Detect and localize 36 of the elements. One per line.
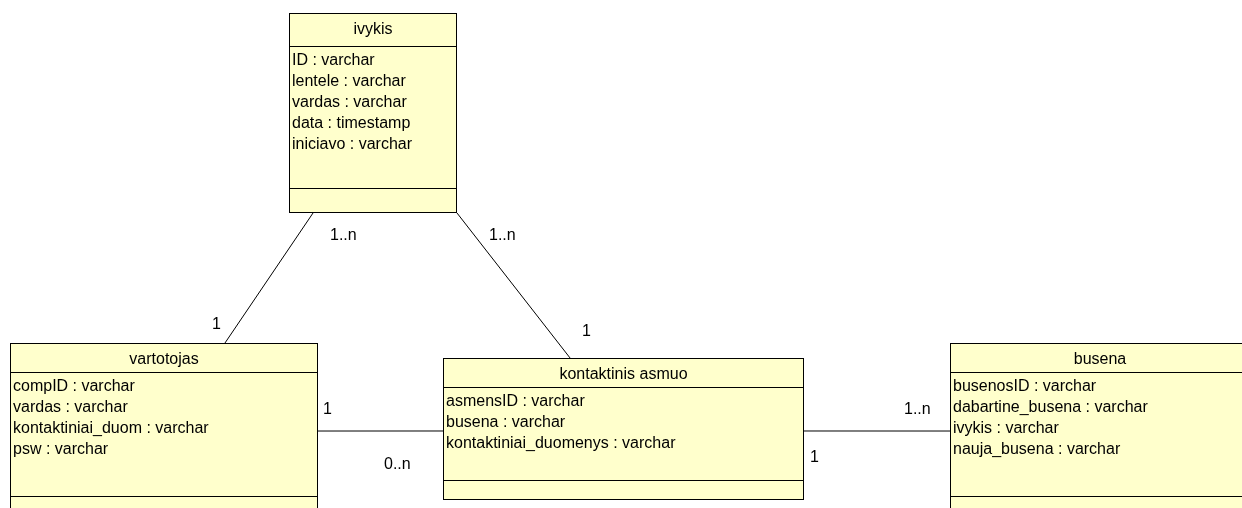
multiplicity-label: 1..n bbox=[330, 226, 357, 244]
attribute-text: busenosID : varchar bbox=[953, 376, 1097, 396]
attribute-text: ID : varchar bbox=[292, 50, 375, 70]
attribute-text: asmensID : varchar bbox=[446, 391, 585, 411]
attribute-text: busena : varchar bbox=[446, 412, 566, 432]
class-box bbox=[443, 358, 804, 500]
multiplicity-label: 1..n bbox=[904, 400, 931, 418]
class-name: busena bbox=[1073, 350, 1127, 368]
attribute-text: ivykis : varchar bbox=[953, 418, 1059, 438]
attribute-text: dabartine_busena : varchar bbox=[953, 397, 1148, 417]
multiplicity-label: 0..n bbox=[384, 455, 411, 473]
class-box bbox=[950, 343, 1242, 508]
attribute-text: psw : varchar bbox=[13, 439, 109, 459]
attribute-text: vardas : varchar bbox=[13, 397, 128, 417]
attribute-text: iniciavo : varchar bbox=[292, 134, 413, 154]
class-name: vartotojas bbox=[129, 350, 199, 368]
association-line bbox=[224, 212, 314, 344]
multiplicity-label: 1..n bbox=[489, 226, 516, 244]
class-box bbox=[10, 343, 318, 508]
attribute-text: compID : varchar bbox=[13, 376, 135, 396]
association-line bbox=[456, 212, 571, 359]
attribute-text: kontaktiniai_duomenys : varchar bbox=[446, 433, 676, 453]
attribute-text: vardas : varchar bbox=[292, 92, 407, 112]
class-name: kontaktinis asmuo bbox=[559, 365, 688, 383]
multiplicity-label: 1 bbox=[582, 322, 591, 340]
multiplicity-label: 1 bbox=[212, 315, 221, 333]
association-line bbox=[803, 430, 951, 432]
attribute-text: kontaktiniai_duom : varchar bbox=[13, 418, 209, 438]
class-name: ivykis bbox=[353, 20, 393, 38]
association-line bbox=[317, 430, 444, 432]
attribute-text: lentele : varchar bbox=[292, 71, 406, 91]
multiplicity-label: 1 bbox=[323, 400, 332, 418]
attribute-text: data : timestamp bbox=[292, 113, 411, 133]
attribute-text: nauja_busena : varchar bbox=[953, 439, 1121, 459]
class-box bbox=[289, 13, 457, 213]
multiplicity-label: 1 bbox=[810, 448, 819, 466]
